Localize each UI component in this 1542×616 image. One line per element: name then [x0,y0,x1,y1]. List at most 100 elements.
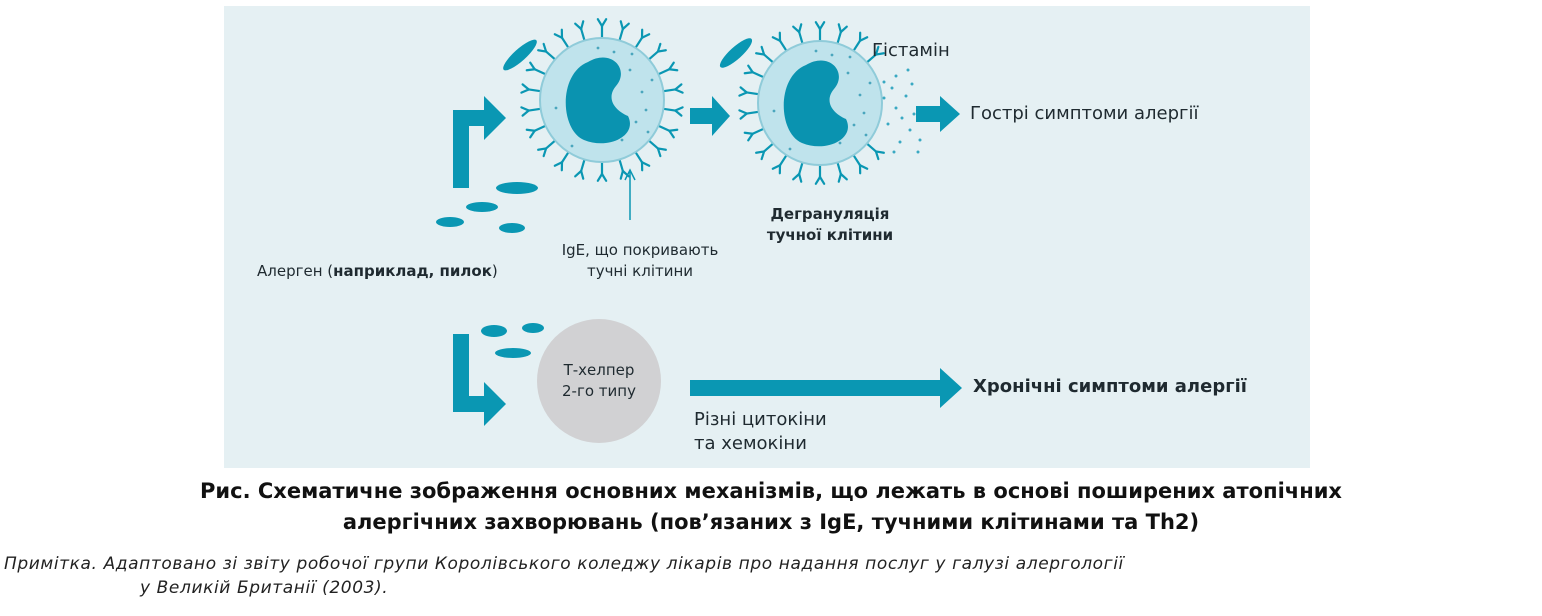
granule [788,147,792,151]
th2-label-line2: 2-го типу [562,382,636,400]
ige-receptor [852,154,869,175]
ige-receptor [738,109,760,120]
th2-label: Т-хелпер 2-го типу [539,360,659,402]
histamine-dot [894,106,898,110]
granule [630,52,634,56]
cell-nucleus [783,60,848,147]
ige-receptor [647,42,667,61]
acute-symptoms-label: Гострі симптоми алергії [970,103,1199,124]
granule [864,133,868,137]
ige-receptor [525,124,547,139]
figure-caption-line2: алергічних захворювань (пов’язаних з IgE… [342,510,1200,534]
degranulation-label: Дегрануляція тучної клітини [740,204,920,246]
granule [848,55,852,59]
granule [620,138,624,142]
granule [644,108,648,112]
ige-receptor [792,23,804,45]
ige-receptor [657,124,679,139]
histamine-dot [900,116,904,120]
ige-receptor [852,31,869,52]
mast-cell-ige-coated [520,18,684,182]
allergen-label-prefix: Алерген ( [257,262,334,280]
histamine-dot [892,150,896,154]
ige-receptor [771,154,788,175]
ige-receptor [537,42,557,61]
ige-receptor [634,151,651,172]
ige-receptor [814,163,826,185]
ige-receptor [836,23,848,45]
ige-label: IgE, що покривають тучні клітини [540,240,740,282]
cell-nucleus [565,57,630,144]
cytokines-label-line1: Різні цитокіни [694,409,827,430]
ige-receptor [662,106,684,117]
histamine-dot [882,96,886,100]
ige-receptor [836,161,848,183]
degranulation-label-line1: Дегрануляція [770,205,890,223]
ige-receptor [596,18,608,40]
ige-receptor [771,31,788,52]
figure-caption-line1: Рис. Схематичне зображення основних меха… [200,479,1342,503]
degranulation-label-line2: тучної клітини [766,226,894,244]
ige-label-line2: тучні клітини [586,262,694,280]
figure-note-line2: у Великій Британії (2003). [140,578,389,598]
ige-receptor [865,45,885,64]
arrow-cell-to-degranulation [690,96,730,136]
ige-label-line1: IgE, що покривають [561,241,719,259]
granule [570,144,574,148]
th2-cell [537,319,661,443]
allergen-particles-upper [436,182,538,233]
elbow-arrow-lower [453,334,506,426]
figure-note-line1: Примітка. Адаптовано зі звіту робочої гр… [4,554,1124,574]
histamine-dot [890,86,894,90]
ige-receptor [574,158,586,180]
allergen-particle-cell2 [719,38,753,68]
histamine-dot [882,80,886,84]
histamine-dot [904,94,908,98]
granule [772,109,776,113]
ige-receptor [520,106,542,117]
histamine-dot [894,74,898,78]
allergen-label-example: наприклад, пилок [333,262,492,280]
granule [628,68,632,72]
granule [846,71,850,75]
ige-receptor [553,28,570,49]
histamine-dot [906,68,910,72]
histamine-dot [898,140,902,144]
ige-receptor [738,86,760,97]
elbow-arrow-upper [453,96,506,188]
figure-caption: Рис. Схематичне зображення основних меха… [0,476,1542,538]
ige-receptor [755,142,775,161]
ige-receptor [743,64,765,79]
allergen-label: Алерген (наприклад, пилок) [257,262,498,280]
ige-receptor [634,28,651,49]
ige-receptor [743,127,765,142]
granule [646,130,650,134]
allergen-particles-lower [481,323,544,358]
granule [634,120,638,124]
arrow-to-acute-symptoms [916,96,960,132]
ige-receptor [553,151,570,172]
granule [838,141,842,145]
histamine-dot [910,82,914,86]
histamine-label: Гістамін [872,40,950,61]
ige-receptor [574,20,586,42]
chronic-symptoms-label: Хронічні симптоми алергії [973,376,1247,397]
mast-cell-degranulating [738,21,885,185]
granule [868,81,872,85]
ige-receptor [814,21,826,43]
ige-receptor [618,20,630,42]
granule [640,90,644,94]
ige-receptor [755,45,775,64]
histamine-dot [886,122,890,126]
ige-pointer-arrow [624,168,636,220]
th2-label-line1: Т-хелпер [563,361,635,379]
ige-receptor [792,161,804,183]
ige-receptor [537,139,557,158]
granule [814,49,818,53]
cytokines-label: Різні цитокіни та хемокіни [694,408,827,456]
ige-receptor [657,61,679,76]
ige-receptor [865,142,885,161]
granule [612,50,616,54]
ige-receptor [525,61,547,76]
